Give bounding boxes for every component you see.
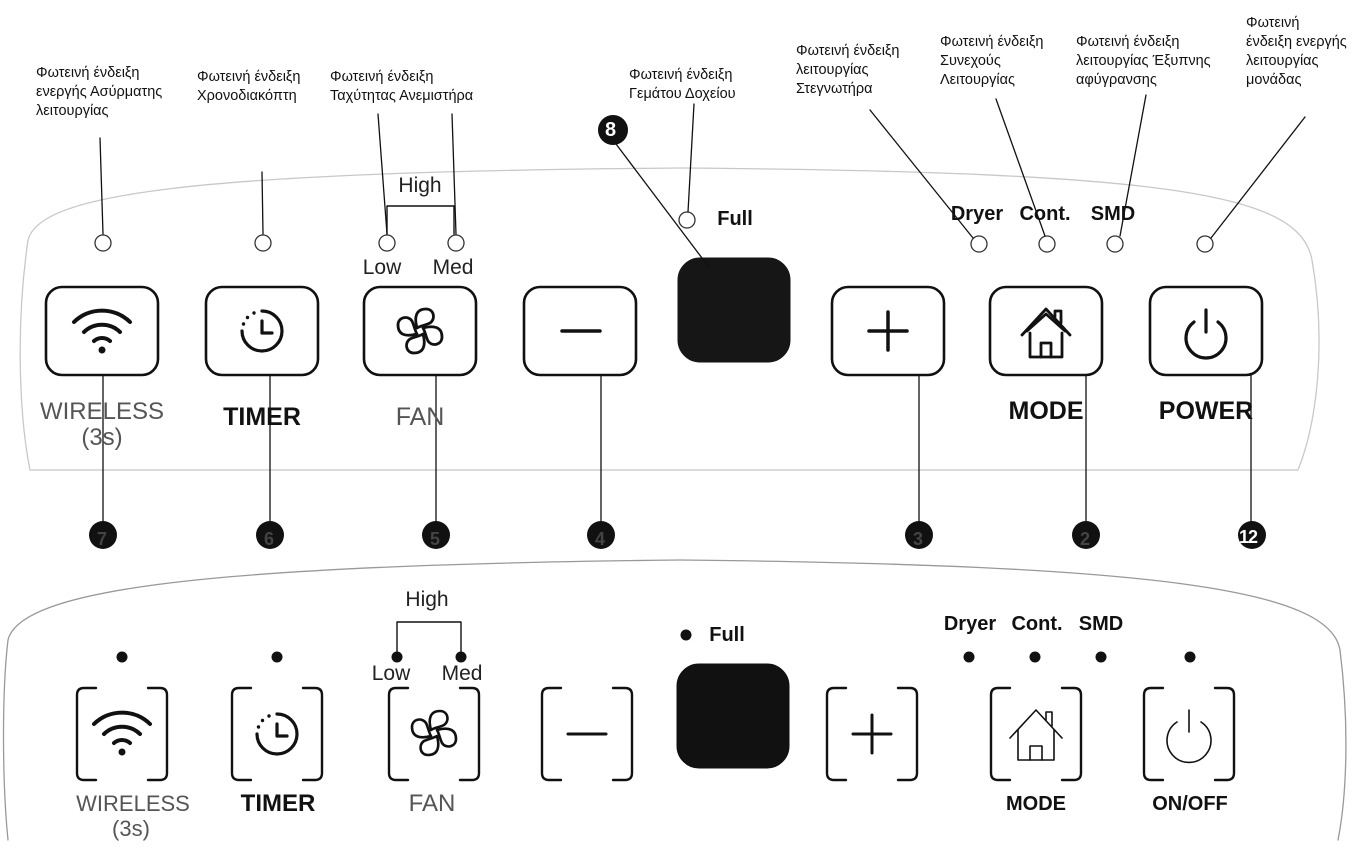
bottom-icon-timer xyxy=(255,712,299,756)
bottom-dryer: Dryer xyxy=(943,613,997,635)
bottom-icon-home xyxy=(1009,709,1063,761)
callout-3: 3 xyxy=(913,529,924,549)
btn-mode xyxy=(988,285,1104,377)
top-display xyxy=(677,257,791,363)
top-icon-wifi xyxy=(72,308,132,354)
callout-12: 12 xyxy=(1239,527,1258,547)
callout-8: 8 xyxy=(605,119,617,141)
leader-lines xyxy=(99,94,1306,524)
bottom-icon-fan xyxy=(410,709,458,757)
bottom-leds xyxy=(116,629,1196,663)
led-smd xyxy=(1106,235,1124,253)
bottom-display xyxy=(676,663,790,769)
callout-2: 2 xyxy=(1080,529,1091,549)
bottom-smd: SMD xyxy=(1078,613,1124,635)
led-dryer xyxy=(970,235,988,253)
top-wireless-label: WIRELESS xyxy=(39,398,165,425)
callout-5: 5 xyxy=(430,529,441,549)
top-timer-label: TIMER xyxy=(223,403,301,431)
bottom-fan-high: High xyxy=(405,588,449,611)
top-fan-med: Med xyxy=(432,256,474,279)
top-mode-label: MODE xyxy=(1008,397,1084,425)
top-power-label: POWER xyxy=(1158,397,1254,425)
top-cont: Cont. xyxy=(1019,203,1071,225)
top-leds xyxy=(94,211,1214,253)
callout-7: 7 xyxy=(97,529,108,549)
top-fan-label: FAN xyxy=(395,403,445,431)
led-timer xyxy=(254,234,272,252)
led-cont xyxy=(1038,235,1056,253)
top-panel-outline xyxy=(19,167,1320,471)
bottom-mode-label: MODE xyxy=(1006,793,1066,815)
top-dryer: Dryer xyxy=(950,203,1004,225)
callout-4: 4 xyxy=(595,529,606,549)
bottom-panel-outline xyxy=(2,559,1347,841)
top-full: Full xyxy=(717,208,753,230)
bottom-cont: Cont. xyxy=(1011,613,1063,635)
fan-high-bracket-top xyxy=(386,205,455,235)
btn-wireless xyxy=(44,285,160,377)
bottom-fan-label: FAN xyxy=(408,790,456,817)
top-fan-low: Low xyxy=(362,256,402,279)
bottom-onoff-label: ON/OFF xyxy=(1152,793,1228,815)
callout-6: 6 xyxy=(264,529,275,549)
led-fan-med xyxy=(447,234,465,252)
led-full xyxy=(678,211,696,229)
callout-12-circle xyxy=(1238,521,1266,549)
top-icon-fan xyxy=(396,307,444,355)
btn-fan xyxy=(362,285,478,377)
top-icon-timer xyxy=(240,309,284,353)
bottom-icon-power xyxy=(1166,709,1212,764)
led-wireless xyxy=(94,234,112,252)
top-icon-home xyxy=(1020,307,1072,359)
bottom-timer-label: TIMER xyxy=(240,790,316,817)
bottom-wireless-hold: (3s) xyxy=(112,816,150,841)
faded-callout-circles xyxy=(89,521,1100,549)
bottom-fan-low: Low xyxy=(371,662,411,685)
top-buttons xyxy=(44,285,1264,377)
top-wireless-hold: (3s) xyxy=(81,424,123,451)
top-smd: SMD xyxy=(1090,203,1136,225)
top-fan-high: High xyxy=(398,174,442,197)
fan-high-bracket-bottom xyxy=(396,621,462,653)
bottom-icon-wifi xyxy=(92,710,152,756)
led-fan-low xyxy=(378,234,396,252)
bottom-fan-med: Med xyxy=(441,662,483,685)
led-power xyxy=(1196,235,1214,253)
bottom-wireless-label: WIRELESS xyxy=(76,791,190,816)
top-icon-plus xyxy=(867,310,909,352)
callout-8-circle xyxy=(598,115,628,145)
bottom-buttons xyxy=(75,686,1236,782)
bottom-full: Full xyxy=(709,624,745,646)
bottom-icon-plus xyxy=(851,713,893,755)
top-icon-power xyxy=(1184,308,1228,360)
